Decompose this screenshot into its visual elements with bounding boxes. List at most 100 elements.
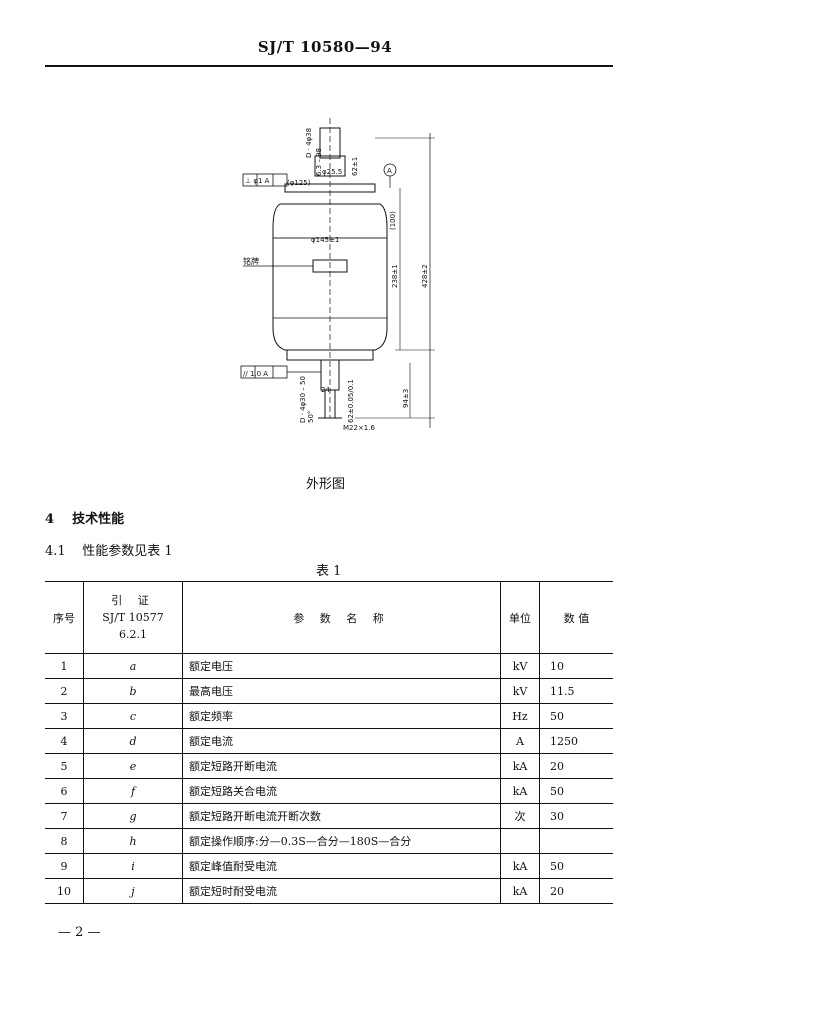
header-rule <box>45 65 613 67</box>
cell-parameter-name: 额定频率 <box>182 703 501 729</box>
page-number: — 2 — <box>58 925 101 940</box>
section-4-heading: 4 技术性能 <box>45 508 124 527</box>
subsection-title: 性能参数见表 1 <box>82 544 173 559</box>
cell-reference: j <box>83 878 183 904</box>
cell-unit: kV <box>500 653 540 679</box>
cell-unit: kA <box>500 753 540 779</box>
flange-diameter-label: (φ125) <box>287 179 311 187</box>
subsection-number: 4.1 <box>45 544 66 559</box>
dim-238-label: 238±1 <box>391 264 399 288</box>
cell-unit: A <box>500 728 540 754</box>
cell-unit: kA <box>500 853 540 879</box>
header-ref-line1: 引 证 <box>111 594 155 607</box>
cell-unit <box>500 828 540 854</box>
perpendicularity-tolerance: ⊥ φ1 A <box>245 177 270 185</box>
dim-94-label: 94±3 <box>402 389 410 408</box>
cell-unit: kA <box>500 878 540 904</box>
cell-reference: c <box>83 703 183 729</box>
cell-reference: b <box>83 678 183 704</box>
cell-value: 50 <box>539 853 613 879</box>
housing-diameter-label: φ145±1 <box>311 236 339 244</box>
cell-parameter-name: 额定电流 <box>182 728 501 754</box>
parallelism-tolerance: // 1.0 A <box>243 370 268 378</box>
thread-label: M22×1.6 <box>343 424 375 432</box>
cell-parameter-name: 额定短路开断电流 <box>182 753 501 779</box>
cell-no: 5 <box>45 753 84 779</box>
cell-value <box>539 828 613 854</box>
bottom-stud-dim-label: D · 4φ30 – 50 <box>299 376 307 423</box>
cell-reference: h <box>83 828 183 854</box>
cell-parameter-name: 额定操作顺序:分—0.3S—合分—180S—合分 <box>182 828 501 854</box>
cell-parameter-name: 额定短路开断电流开断次数 <box>182 803 501 829</box>
figure-caption: 外形图 <box>306 477 346 492</box>
dim-24-label: 24 <box>321 386 330 394</box>
cell-parameter-name: 额定电压 <box>182 653 501 679</box>
overall-length-label: 428±2 <box>421 264 429 288</box>
cell-value: 1250 <box>539 728 613 754</box>
section-4-1-heading: 4.1 性能参数见表 1 <box>45 540 173 559</box>
cell-reference: f <box>83 778 183 804</box>
cell-parameter-name: 额定短时耐受电流 <box>182 878 501 904</box>
header-parameter-name: 参 数 名 称 <box>182 581 501 654</box>
cell-value: 30 <box>539 803 613 829</box>
cell-value: 50 <box>539 703 613 729</box>
cell-no: 4 <box>45 728 84 754</box>
top-height-label: 62±1 <box>351 157 359 176</box>
top-diameter-label: φ25.5 <box>322 168 342 176</box>
header-value: 数 值 <box>539 581 613 654</box>
top-stud-dim-label: D · 4φ38 <box>305 128 313 158</box>
cell-no: 6 <box>45 778 84 804</box>
table-header-row: 序号 引 证 SJ/T 10577 6.2.1 参 数 名 称 单位 数 值 <box>45 581 613 654</box>
cell-reference: e <box>83 753 183 779</box>
header-ref-line2: SJ/T 10577 <box>102 611 164 624</box>
cell-reference: i <box>83 853 183 879</box>
top-stud-dim-label-2: 6.3 – 98 <box>315 148 323 176</box>
datum-a-label: A <box>387 167 392 175</box>
table-caption: 表 1 <box>316 564 342 579</box>
cell-parameter-name: 额定短路关合电流 <box>182 778 501 804</box>
cell-parameter-name: 最高电压 <box>182 678 501 704</box>
cell-value: 50 <box>539 778 613 804</box>
header-ref-line3: 6.2.1 <box>119 628 147 641</box>
cell-reference: g <box>83 803 183 829</box>
cell-value: 10 <box>539 653 613 679</box>
cell-no: 1 <box>45 653 84 679</box>
document-code-header: SJ/T 10580—94 <box>257 38 393 56</box>
cell-unit: Hz <box>500 703 540 729</box>
cell-reference: a <box>83 653 183 679</box>
bottom-height-label: 62±0.05/0.1 <box>347 379 355 423</box>
cell-no: 10 <box>45 878 84 904</box>
header-reference: 引 证 SJ/T 10577 6.2.1 <box>83 581 183 654</box>
cell-no: 3 <box>45 703 84 729</box>
cell-no: 8 <box>45 828 84 854</box>
cell-unit: 次 <box>500 803 540 829</box>
bottom-stud-angle-label: 50° <box>307 411 315 423</box>
vacuum-housing <box>272 203 388 351</box>
header-no: 序号 <box>45 581 84 654</box>
outline-drawing: D · 4φ38 6.3 – 98 φ25.5 62±1 ⊥ φ1 A (φ12… <box>240 118 435 432</box>
header-parameter-name-text: 参 数 名 称 <box>293 611 390 625</box>
cell-no: 2 <box>45 678 84 704</box>
cell-no: 9 <box>45 853 84 879</box>
performance-table: 序号 引 证 SJ/T 10577 6.2.1 参 数 名 称 单位 数 值 1… <box>45 581 613 904</box>
cell-value: 11.5 <box>539 678 613 704</box>
cell-value: 20 <box>539 878 613 904</box>
header-unit: 单位 <box>500 581 540 654</box>
dim-100-label: (100) <box>389 211 397 230</box>
cell-value: 20 <box>539 753 613 779</box>
section-title: 技术性能 <box>72 512 125 527</box>
section-number: 4 <box>45 512 55 527</box>
cell-unit: kV <box>500 678 540 704</box>
cell-no: 7 <box>45 803 84 829</box>
cell-parameter-name: 额定峰值耐受电流 <box>182 853 501 879</box>
cell-unit: kA <box>500 778 540 804</box>
